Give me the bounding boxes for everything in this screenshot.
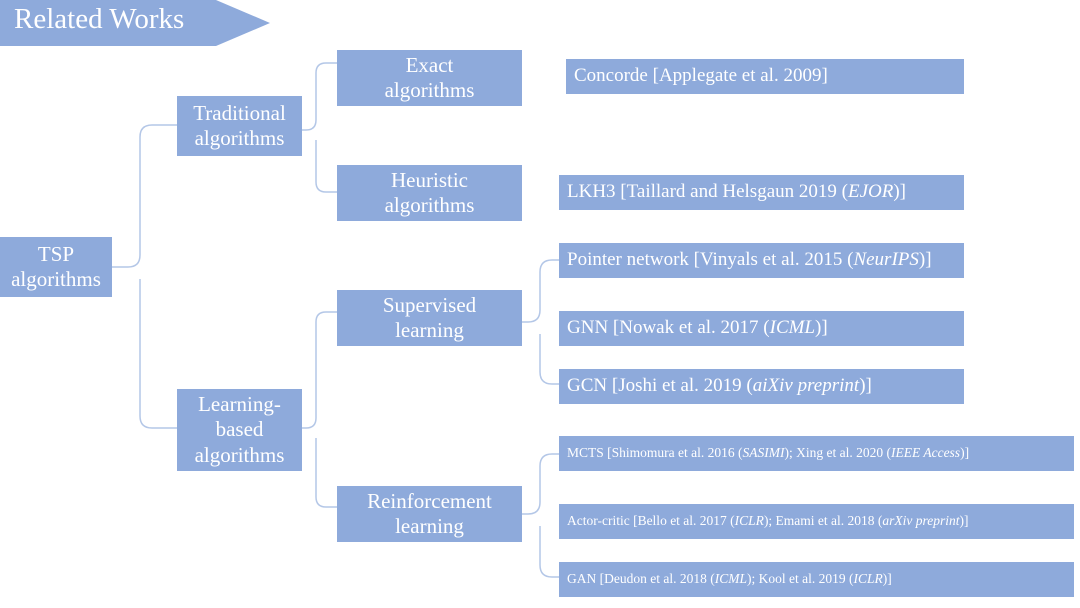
connector-supervised — [522, 259, 559, 385]
leaf-text: MCTS [Shimomura et al. 2016 (SASIMI); Xi… — [567, 445, 969, 461]
subcategory-heuristic: Heuristic algorithms — [337, 165, 522, 221]
venue-text: ICML — [714, 571, 747, 587]
connector-traditional — [302, 62, 337, 193]
citation-text: )] — [882, 571, 892, 587]
category-learning-based: Learning- based algorithms — [177, 389, 302, 471]
leaf-text: GNN [Nowak et al. 2017 (ICML)] — [567, 317, 828, 340]
supervised-line-1: Supervised — [382, 292, 477, 317]
learning-line-2: based — [215, 417, 264, 442]
supervised-line-2: learning — [395, 318, 464, 342]
leaf-text: GCN [Joshi et al. 2019 (aiXiv preprint)] — [567, 375, 872, 398]
heuristic-line-1: Heuristic — [391, 167, 468, 192]
citation-text: )] — [893, 181, 906, 203]
citation-text: )] — [918, 249, 932, 271]
category-traditional: Traditional algorithms — [177, 96, 302, 156]
leaf-mcts: MCTS [Shimomura et al. 2016 (SASIMI); Xi… — [559, 436, 1074, 471]
leaf-text: LKH3 [Taillard and Helsgaun 2019 (EJOR)] — [567, 181, 906, 204]
citation-text: Concorde [Applegate et al. 2009] — [574, 65, 828, 87]
citation-text: GCN [Joshi et al. 2019 ( — [567, 375, 753, 397]
root-node-tsp-algorithms: TSP algorithms — [0, 237, 112, 297]
venue-text: IEEE Access — [890, 445, 961, 461]
title-banner: Related Works — [0, 0, 270, 46]
subcategory-exact: Exact algorithms — [337, 50, 522, 106]
leaf-gcn: GCN [Joshi et al. 2019 (aiXiv preprint)] — [559, 369, 964, 404]
citation-text: )] — [859, 375, 872, 397]
subcategory-supervised: Supervised learning — [337, 290, 522, 346]
connector-reinforcement — [522, 453, 559, 578]
leaf-concorde: Concorde [Applegate et al. 2009] — [566, 59, 964, 94]
venue-text: EJOR — [847, 181, 894, 203]
venue-text: ICML — [769, 317, 816, 339]
traditional-line-2: algorithms — [194, 126, 285, 150]
exact-line-2: algorithms — [384, 78, 475, 102]
citation-text: GNN [Nowak et al. 2017 ( — [567, 317, 770, 339]
citation-text: )] — [815, 317, 828, 339]
citation-text: Actor-critic [Bello et al. 2017 ( — [567, 513, 735, 529]
citation-text: GAN [Deudon et al. 2018 ( — [567, 571, 715, 587]
citation-text: MCTS [Shimomura et al. 2016 ( — [567, 445, 743, 461]
reinforcement-line-2: learning — [395, 514, 464, 538]
venue-text: SASIMI — [742, 445, 785, 461]
citation-text: ); Xing et al. 2020 ( — [784, 445, 891, 461]
root-line-1: TSP — [37, 241, 75, 266]
leaf-lkh3: LKH3 [Taillard and Helsgaun 2019 (EJOR)] — [559, 175, 964, 210]
exact-line-1: Exact — [405, 52, 454, 77]
venue-text: ICLR — [853, 571, 883, 587]
connector-learning — [302, 311, 337, 508]
citation-text: )] — [960, 445, 970, 461]
heuristic-line-2: algorithms — [384, 193, 475, 217]
leaf-gan: GAN [Deudon et al. 2018 (ICML); Kool et … — [559, 562, 1074, 597]
leaf-pointer-network: Pointer network [Vinyals et al. 2015 (Ne… — [559, 243, 964, 278]
venue-text: ICLR — [734, 513, 764, 529]
subcategory-reinforcement: Reinforcement learning — [337, 486, 522, 542]
leaf-text: Actor-critic [Bello et al. 2017 (ICLR); … — [567, 513, 969, 529]
citation-text: LKH3 [Taillard and Helsgaun 2019 ( — [567, 181, 848, 203]
venue-text: aiXiv preprint — [752, 375, 860, 397]
venue-text: arXiv preprint — [882, 513, 960, 529]
traditional-line-1: Traditional — [193, 100, 286, 125]
connector-root — [112, 124, 177, 429]
learning-line-3: algorithms — [194, 442, 285, 467]
root-line-2: algorithms — [11, 267, 101, 291]
leaf-gnn: GNN [Nowak et al. 2017 (ICML)] — [559, 311, 964, 346]
page-title: Related Works — [14, 3, 185, 35]
citation-text: Pointer network [Vinyals et al. 2015 ( — [567, 249, 854, 271]
citation-text: ); Emami et al. 2018 ( — [763, 513, 883, 529]
reinforcement-line-1: Reinforcement — [367, 488, 492, 513]
venue-text: NeurIPS — [853, 249, 919, 271]
citation-text: )] — [959, 513, 969, 529]
learning-line-1: Learning- — [198, 392, 281, 417]
citation-text: ); Kool et al. 2019 ( — [746, 571, 854, 587]
leaf-text: GAN [Deudon et al. 2018 (ICML); Kool et … — [567, 571, 892, 587]
leaf-text: Concorde [Applegate et al. 2009] — [574, 65, 828, 88]
leaf-actor-critic: Actor-critic [Bello et al. 2017 (ICLR); … — [559, 504, 1074, 539]
leaf-text: Pointer network [Vinyals et al. 2015 (Ne… — [567, 249, 932, 272]
